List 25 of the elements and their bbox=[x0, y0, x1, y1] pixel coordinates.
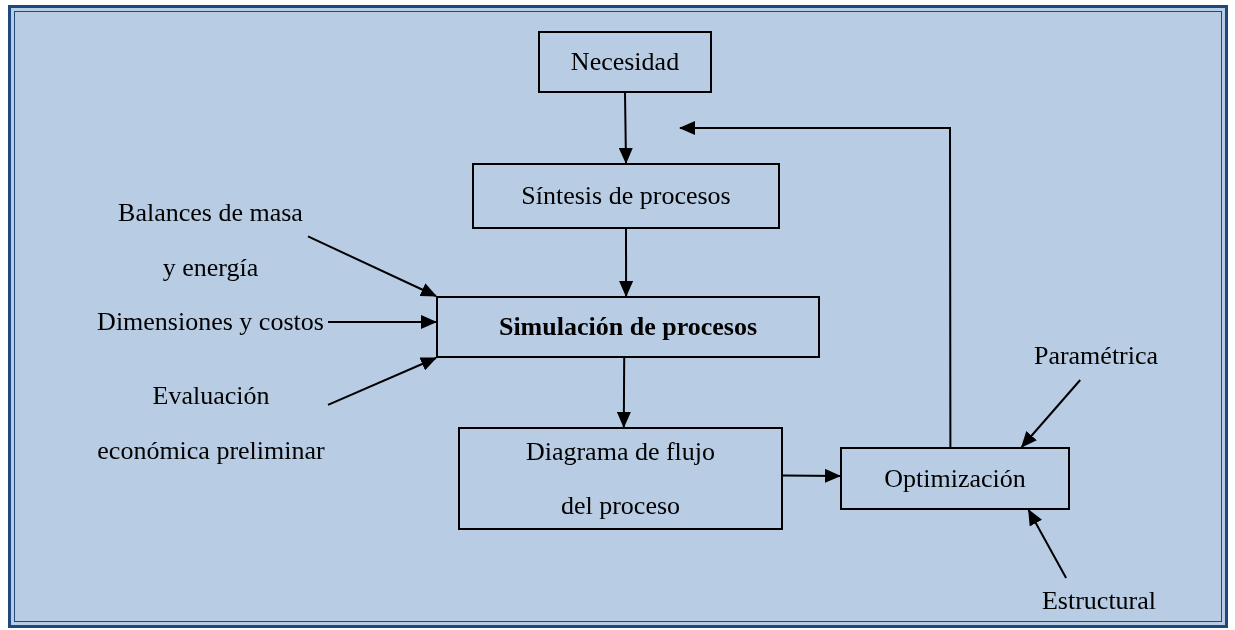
arrow bbox=[307, 235, 437, 297]
process-box bbox=[472, 163, 780, 229]
box-label: Optimización bbox=[884, 462, 1026, 495]
process-box bbox=[538, 31, 712, 93]
input-label: Evaluación económica preliminar bbox=[96, 380, 326, 467]
input-label: Dimensiones y costos bbox=[97, 306, 324, 338]
process-box bbox=[436, 296, 820, 358]
arrow bbox=[1027, 509, 1068, 579]
arrow bbox=[618, 92, 633, 164]
input-label: Balances de masa y energía bbox=[117, 197, 304, 284]
arrow bbox=[619, 228, 634, 297]
arrow bbox=[679, 121, 952, 448]
arrow bbox=[327, 357, 437, 406]
box-label: Diagrama de flujo del proceso bbox=[524, 436, 717, 522]
box-label: Necesidad bbox=[570, 46, 680, 78]
input-label: Estructural bbox=[1041, 585, 1157, 617]
arrow bbox=[327, 315, 437, 329]
process-box bbox=[840, 447, 1070, 510]
box-label: Síntesis de procesos bbox=[521, 180, 731, 212]
arrow bbox=[1020, 379, 1082, 448]
process-box bbox=[458, 427, 783, 530]
arrow bbox=[616, 357, 631, 428]
input-label: Paramétrica bbox=[1033, 340, 1159, 372]
box-label: Simulación de procesos bbox=[498, 311, 758, 343]
arrow bbox=[782, 468, 841, 483]
